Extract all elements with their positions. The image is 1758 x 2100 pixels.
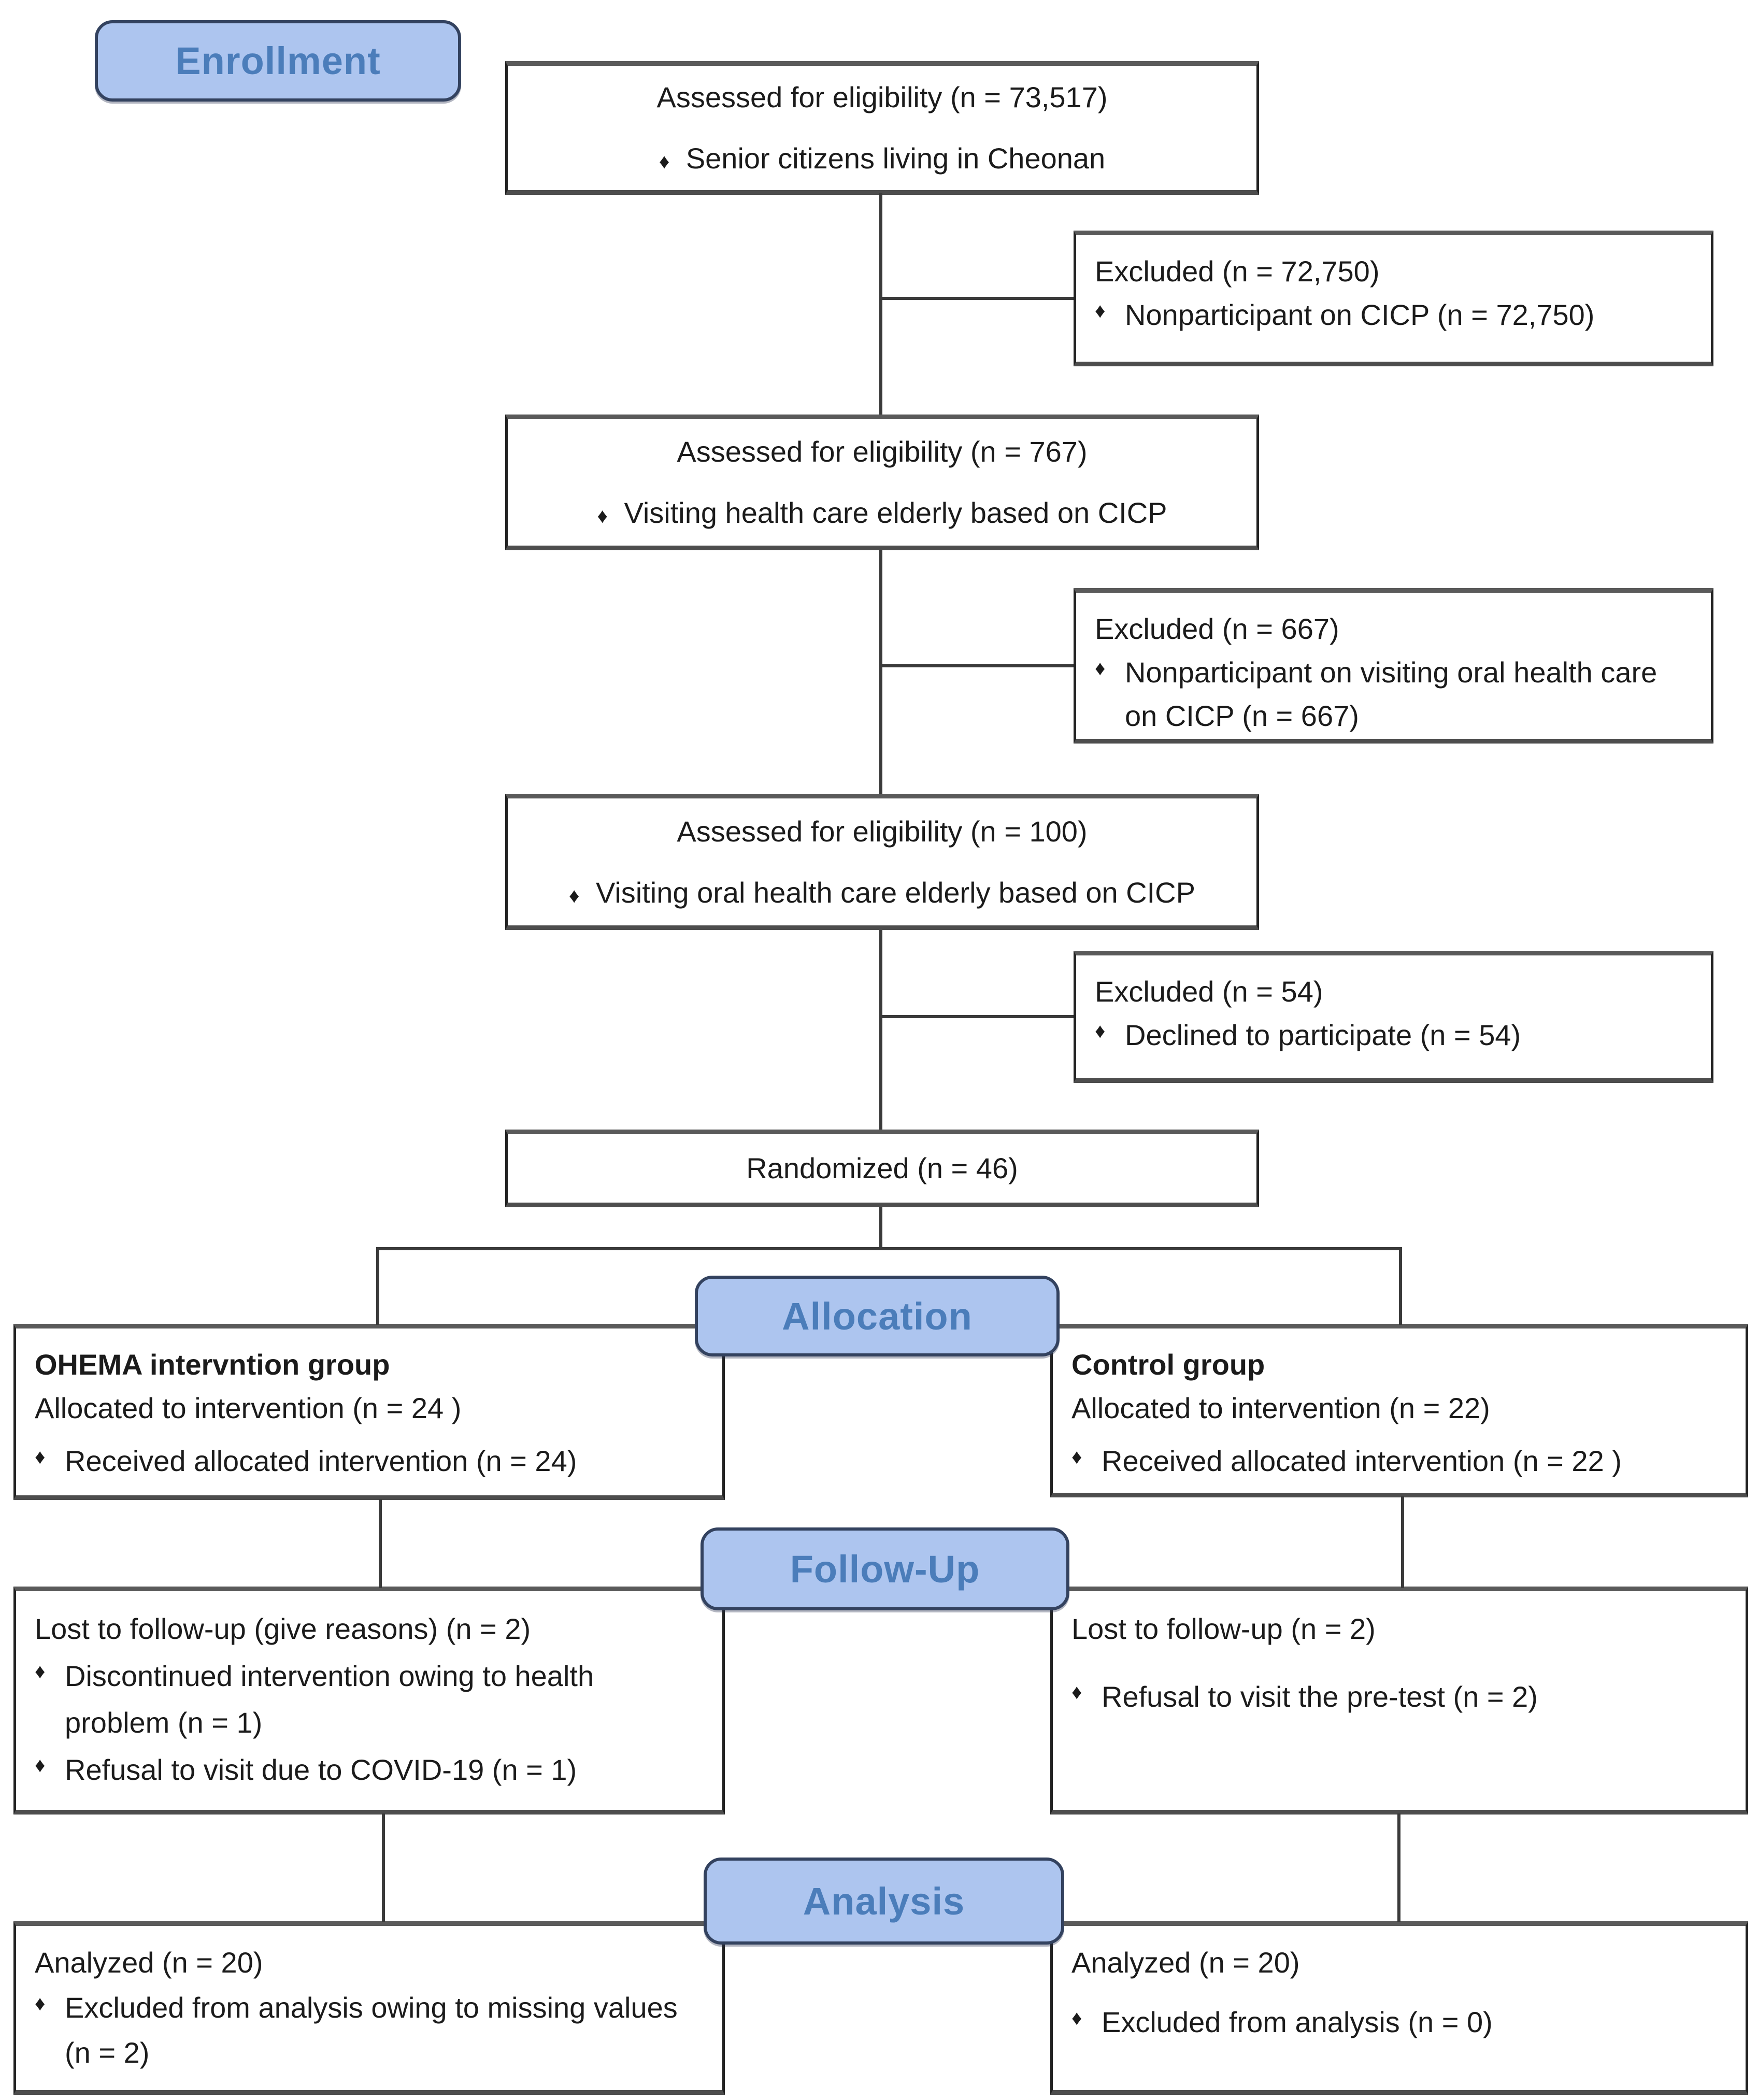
allocation-badge: Allocation [695,1276,1060,1356]
connector-eligibility2-to-eligibility3 [879,550,882,794]
control-group-bullet: ♦ Received allocated intervention (n = 2… [1071,1439,1727,1483]
assessed-eligibility-1-title: Assessed for eligibility (n = 73,517) [656,81,1108,113]
diamond-bullet-icon: ♦ [1071,1680,1082,1704]
randomized-title: Randomized (n = 46) [746,1152,1018,1184]
excluded-box-1: Excluded (n = 72,750) ♦ Nonparticipant o… [1074,231,1713,366]
diamond-bullet-icon: ♦ [569,884,580,907]
excluded-1-bullet: ♦ Nonparticipant on CICP (n = 72,750) [1095,293,1692,337]
connector-split-to-group-left [376,1247,379,1325]
assessed-eligibility-box-2: Assessed for eligibility (n = 767) ♦ Vis… [505,415,1259,550]
connector-split-to-group-right [1399,1247,1402,1325]
intervention-group-title: OHEMA intervntion group [35,1348,390,1381]
diamond-bullet-icon: ♦ [35,1660,46,1683]
assessed-eligibility-box-1: Assessed for eligibility (n = 73,517) ♦ … [505,61,1259,195]
lost-followup-control-bullet-text: Refusal to visit the pre-test (n = 2) [1102,1680,1538,1713]
lost-followup-intervention-bullet-2: ♦ Refusal to visit due to COVID-19 (n = … [35,1747,704,1794]
diamond-bullet-icon: ♦ [1071,1446,1082,1468]
control-group-title: Control group [1071,1348,1265,1381]
diamond-bullet-icon: ♦ [1071,2006,1082,2030]
excluded-2-title: Excluded (n = 667) [1095,612,1339,645]
excluded-1-bullet-text: Nonparticipant on CICP (n = 72,750) [1125,298,1595,331]
assessed-eligibility-1-bullet: ♦ Senior citizens living in Cheonan [659,137,1105,180]
analyzed-control-box: Analyzed (n = 20) ♦ Excluded from analys… [1050,1921,1748,2095]
lost-followup-intervention-bullet-2-text: Refusal to visit due to COVID-19 (n = 1) [65,1753,577,1787]
randomized-box: Randomized (n = 46) [505,1130,1259,1207]
control-group-allocated: Allocated to intervention (n = 22) [1071,1392,1490,1424]
diamond-bullet-icon: ♦ [35,1754,46,1777]
excluded-3-title: Excluded (n = 54) [1095,975,1323,1008]
analyzed-intervention-box: Analyzed (n = 20) ♦ Excluded from analys… [13,1921,725,2095]
analyzed-intervention-bullet-text: Excluded from analysis owing to missing … [65,1991,678,2069]
connector-to-excluded2 [881,664,1074,667]
analysis-badge: Analysis [704,1858,1064,1945]
excluded-3-bullet-text: Declined to participate (n = 54) [1125,1019,1521,1051]
diamond-bullet-icon: ♦ [35,1446,46,1468]
analyzed-control-title: Analyzed (n = 20) [1071,1946,1300,1979]
connector-eligibility3-to-randomized [879,930,882,1130]
diamond-bullet-icon: ♦ [597,505,608,527]
assessed-eligibility-box-3: Assessed for eligibility (n = 100) ♦ Vis… [505,794,1259,930]
connector-to-excluded3 [881,1015,1074,1018]
excluded-2-bullet: ♦ Nonparticipant on visiting oral health… [1095,651,1692,738]
diamond-bullet-icon: ♦ [659,150,670,173]
connector-group-left-to-followup [379,1499,382,1588]
intervention-group-bullet: ♦ Received allocated intervention (n = 2… [35,1439,704,1483]
connector-randomized-stem [879,1207,882,1249]
lost-followup-control-title: Lost to follow-up (n = 2) [1071,1612,1376,1645]
lost-followup-intervention-bullet-1: ♦ Discontinued intervention owing to hea… [35,1653,704,1747]
control-group-box: Control group Allocated to intervention … [1050,1324,1748,1497]
connector-followup-left-to-analysis [382,1813,385,1922]
intervention-group-bullet-text: Received allocated intervention (n = 24) [65,1445,577,1477]
analyzed-intervention-title: Analyzed (n = 20) [35,1946,263,1979]
connector-group-right-to-followup [1401,1496,1404,1588]
excluded-box-2: Excluded (n = 667) ♦ Nonparticipant on v… [1074,588,1713,744]
lost-followup-control-box: Lost to follow-up (n = 2) ♦ Refusal to v… [1050,1587,1748,1815]
assessed-eligibility-3-title: Assessed for eligibility (n = 100) [677,815,1088,848]
analyzed-control-bullet: ♦ Excluded from analysis (n = 0) [1071,2000,1727,2045]
assessed-eligibility-2-bullet-text: Visiting health care elderly based on CI… [624,496,1167,529]
lost-followup-intervention-title: Lost to follow-up (give reasons) (n = 2) [35,1612,531,1645]
assessed-eligibility-2-bullet: ♦ Visiting health care elderly based on … [597,491,1167,535]
analyzed-control-bullet-text: Excluded from analysis (n = 0) [1102,2005,1493,2038]
connector-randomized-split [378,1247,1402,1250]
excluded-1-title: Excluded (n = 72,750) [1095,255,1380,288]
assessed-eligibility-3-bullet-text: Visiting oral health care elderly based … [596,876,1195,909]
diamond-bullet-icon: ♦ [1095,1020,1106,1042]
lost-followup-intervention-bullet-1-text: Discontinued intervention owing to healt… [65,1659,594,1739]
lost-followup-control-bullet: ♦ Refusal to visit the pre-test (n = 2) [1071,1674,1727,1721]
control-group-bullet-text: Received allocated intervention (n = 22 … [1102,1445,1622,1477]
connector-followup-right-to-analysis [1397,1813,1400,1922]
connector-to-excluded1 [881,297,1074,300]
lost-followup-intervention-box: Lost to follow-up (give reasons) (n = 2)… [13,1587,725,1815]
follow-up-badge: Follow-Up [701,1527,1069,1610]
excluded-box-3: Excluded (n = 54) ♦ Declined to particip… [1074,951,1713,1083]
intervention-group-allocated: Allocated to intervention (n = 24 ) [35,1392,462,1424]
diamond-bullet-icon: ♦ [1095,299,1106,322]
assessed-eligibility-3-bullet: ♦ Visiting oral health care elderly base… [569,871,1195,915]
intervention-group-box: OHEMA intervntion group Allocated to int… [13,1324,725,1500]
diamond-bullet-icon: ♦ [35,1992,46,2015]
excluded-2-bullet-text: Nonparticipant on visiting oral health c… [1125,656,1657,732]
assessed-eligibility-2-title: Assessed for eligibility (n = 767) [677,435,1088,468]
analyzed-intervention-bullet: ♦ Excluded from analysis owing to missin… [35,1985,704,2076]
assessed-eligibility-1-bullet-text: Senior citizens living in Cheonan [685,142,1106,175]
excluded-3-bullet: ♦ Declined to participate (n = 54) [1095,1013,1692,1057]
diamond-bullet-icon: ♦ [1095,657,1106,680]
enrollment-badge: Enrollment [95,20,461,102]
connector-eligibility1-to-eligibility2 [879,193,882,415]
